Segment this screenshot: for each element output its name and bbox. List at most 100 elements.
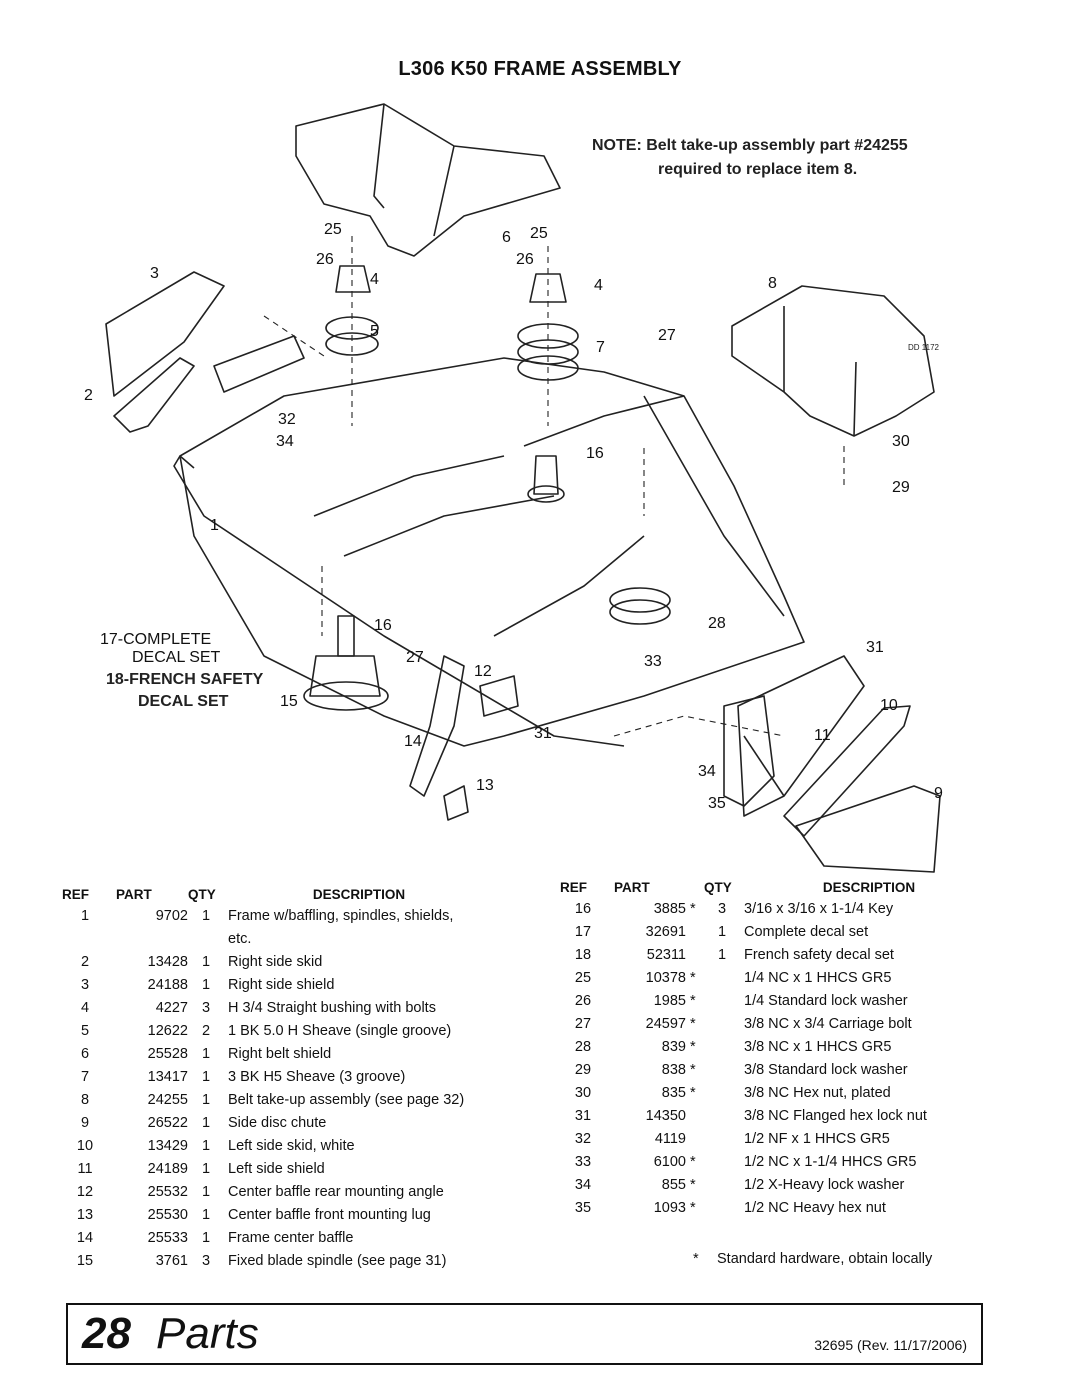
drawing-code: DD 1172 xyxy=(908,343,940,352)
qty-cell: 1 xyxy=(201,977,211,993)
decal-label-17b: DECAL SET xyxy=(132,649,221,666)
qty-cell xyxy=(704,1198,740,1221)
description-cell: Left side skid, white xyxy=(228,1138,355,1154)
ref-cell: 28 xyxy=(574,1039,592,1055)
ref-cell: 32 xyxy=(574,1131,592,1147)
part-cell: 13417 xyxy=(147,1069,188,1085)
description-cell: Right side skid xyxy=(228,954,323,970)
callout-27b: 27 xyxy=(406,649,424,666)
part-cell: 52311 xyxy=(646,947,686,963)
callout-31a: 31 xyxy=(866,639,884,656)
part-cell: 9702 xyxy=(155,908,188,924)
standard-hardware-star: * xyxy=(690,1039,696,1055)
qty-cell xyxy=(704,1014,740,1037)
description-cell: Frame center baffle xyxy=(228,1230,354,1246)
part-cell: 13428 xyxy=(147,954,188,970)
callout-31b: 31 xyxy=(534,725,552,742)
ref-cell: 8 xyxy=(80,1092,90,1108)
callout-9: 9 xyxy=(934,785,943,802)
callout-4b: 4 xyxy=(594,277,603,294)
header-ref: REF xyxy=(62,887,89,902)
description-cell: Side disc chute xyxy=(228,1115,327,1131)
description-cell: 1/4 Standard lock washer xyxy=(744,993,908,1009)
qty-cell xyxy=(704,1129,740,1152)
frame-assembly-diagram: NOTE: Belt take-up assembly part #24255 … xyxy=(84,96,964,876)
callout-30: 30 xyxy=(892,433,910,450)
description-cell: 3/8 NC x 3/4 Carriage bolt xyxy=(744,1016,912,1032)
callout-2: 2 xyxy=(84,387,93,404)
header-part: PART xyxy=(614,880,650,895)
callout-3: 3 xyxy=(150,265,159,282)
part-cell: 838 xyxy=(661,1062,686,1078)
callout-34a: 34 xyxy=(276,433,294,450)
callout-15: 15 xyxy=(280,693,298,710)
part-cell: 25532 xyxy=(147,1184,188,1200)
description-cell: Right side shield xyxy=(228,977,335,993)
ref-cell: 2 xyxy=(80,954,90,970)
callout-25a: 25 xyxy=(324,221,342,238)
part-cell: 855 xyxy=(661,1177,686,1193)
standard-hardware-star: * xyxy=(690,970,696,986)
diagram-note-line1: NOTE: Belt take-up assembly part #24255 xyxy=(592,137,908,154)
table-row-continuation: etc. xyxy=(62,929,490,952)
qty-cell: 1 xyxy=(201,1230,211,1246)
standard-hardware-star: * xyxy=(690,1154,696,1170)
hardware-footnote: *Standard hardware, obtain locally xyxy=(693,1251,932,1267)
description-cell-continued: etc. xyxy=(228,931,252,947)
description-cell: 3/8 NC Hex nut, plated xyxy=(744,1085,891,1101)
header-description: DESCRIPTION xyxy=(822,880,916,895)
ref-cell: 18 xyxy=(574,947,592,963)
qty-cell: 1 xyxy=(717,924,727,940)
ref-cell: 6 xyxy=(80,1046,90,1062)
description-cell: 3/8 NC Flanged hex lock nut xyxy=(744,1108,927,1124)
standard-hardware-star: * xyxy=(690,1016,696,1032)
qty-cell: 1 xyxy=(201,1046,211,1062)
part-cell: 4119 xyxy=(654,1131,686,1147)
part-cell: 24255 xyxy=(147,1092,188,1108)
qty-cell: 1 xyxy=(201,1115,211,1131)
ref-cell: 33 xyxy=(574,1154,592,1170)
table-header-row: REF PART QTY DESCRIPTION xyxy=(560,880,994,899)
description-cell: 1/4 NC x 1 HHCS GR5 xyxy=(744,970,892,986)
standard-hardware-star: * xyxy=(690,1200,696,1216)
part-cell: 24189 xyxy=(147,1161,188,1177)
callout-16a: 16 xyxy=(374,617,392,634)
qty-cell-empty xyxy=(188,929,224,952)
description-cell: Fixed blade spindle (see page 31) xyxy=(228,1253,447,1269)
callout-32: 32 xyxy=(278,411,296,428)
ref-cell: 1 xyxy=(80,908,90,924)
qty-cell xyxy=(704,1152,740,1175)
header-qty: QTY xyxy=(704,880,732,895)
standard-hardware-star xyxy=(686,945,704,968)
callout-35: 35 xyxy=(708,795,726,812)
ref-cell: 4 xyxy=(80,1000,90,1016)
description-cell: Complete decal set xyxy=(744,924,869,940)
callout-11: 11 xyxy=(814,727,831,744)
callout-26a: 26 xyxy=(316,251,334,268)
callout-8: 8 xyxy=(768,275,777,292)
qty-cell xyxy=(704,1037,740,1060)
callout-1: 1 xyxy=(210,517,219,534)
ref-cell: 16 xyxy=(574,901,592,917)
qty-cell: 3 xyxy=(717,901,727,917)
